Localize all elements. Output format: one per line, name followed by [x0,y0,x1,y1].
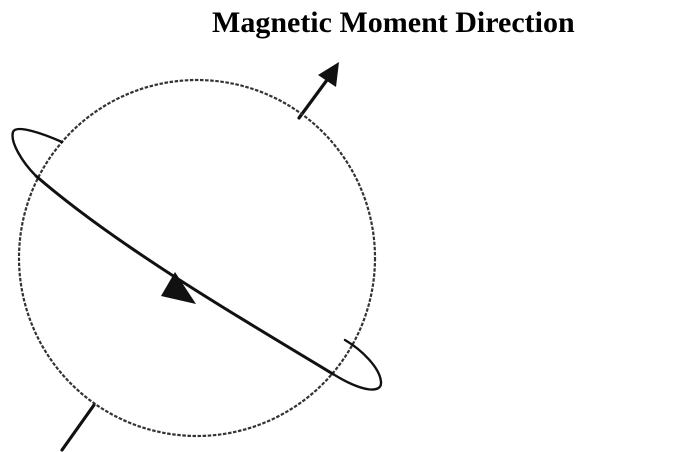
current-direction-arrowhead [161,272,196,304]
magnetic-moment-arrowhead [318,62,339,87]
sphere-outline [17,78,377,438]
axis-upper-segment [297,78,329,120]
current-loop [11,127,383,391]
current-loop-right-end [331,338,383,391]
axis-lower-segment [60,403,96,452]
diagram-title: Magnetic Moment Direction [212,6,575,39]
current-loop-front-arc [34,174,335,376]
current-loop-left-end [11,127,64,178]
